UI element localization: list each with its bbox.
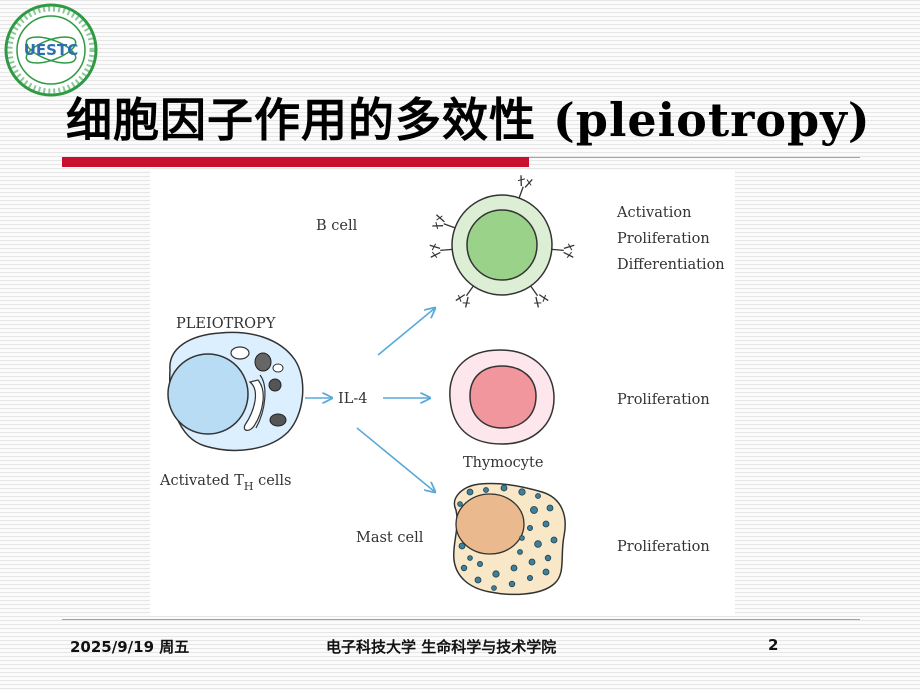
granule bbox=[268, 378, 282, 392]
footer-page-number: 2 bbox=[768, 636, 779, 654]
granule bbox=[230, 346, 250, 360]
footer-rule bbox=[62, 619, 860, 620]
effect-thymocyte-1: Proliferation bbox=[617, 392, 710, 408]
footer-organization: 电子科技大学 生命科学与技术学院 bbox=[326, 638, 557, 656]
target-name-thymocyte: Thymocyte bbox=[463, 455, 543, 471]
title-underline-gray bbox=[529, 157, 860, 158]
footer-date: 2025/9/19 周五 bbox=[70, 638, 190, 656]
source-cell-label-sub: H bbox=[244, 480, 254, 493]
granule bbox=[269, 413, 287, 427]
effect-b-cell-1: Activation bbox=[616, 205, 691, 221]
source-cell-label-tail: cells bbox=[253, 473, 291, 489]
target-name-b-cell: B cell bbox=[316, 218, 358, 234]
activated-th-cell bbox=[167, 331, 304, 452]
university-logo: UESTC bbox=[4, 3, 98, 97]
pleiotropy-label: PLEIOTROPY bbox=[176, 316, 276, 332]
effect-mast-cell-1: Proliferation bbox=[617, 539, 710, 555]
receptor-icon bbox=[550, 241, 575, 259]
arrow-to-b-cell bbox=[377, 308, 435, 356]
cytokine-label: IL-4 bbox=[338, 391, 367, 407]
pleiotropy-figure: PLEIOTROPY Activated TH cells IL-4 B cel… bbox=[150, 170, 735, 616]
granule bbox=[272, 363, 284, 373]
title-chinese: 细胞因子作用的多效性 bbox=[66, 93, 536, 147]
mast-cell bbox=[452, 482, 566, 596]
source-cell-label-main: Activated T bbox=[159, 473, 244, 489]
arrow-to-mast-cell bbox=[356, 427, 435, 492]
effect-b-cell-3: Differentiation bbox=[617, 257, 725, 273]
slide-title: 细胞因子作用的多效性 (pleiotropy) bbox=[66, 84, 871, 150]
target-name-mast-cell: Mast cell bbox=[356, 530, 424, 546]
title-underline-red bbox=[62, 157, 529, 167]
effect-b-cell-2: Proliferation bbox=[617, 231, 710, 247]
thymocyte bbox=[449, 349, 555, 445]
b-cell bbox=[429, 174, 575, 309]
logo-text: UESTC bbox=[24, 41, 78, 59]
source-cell-label: Activated TH cells bbox=[159, 473, 292, 493]
granule bbox=[254, 352, 272, 372]
receptor-icon bbox=[429, 241, 454, 259]
title-latin: (pleiotropy) bbox=[553, 93, 871, 147]
